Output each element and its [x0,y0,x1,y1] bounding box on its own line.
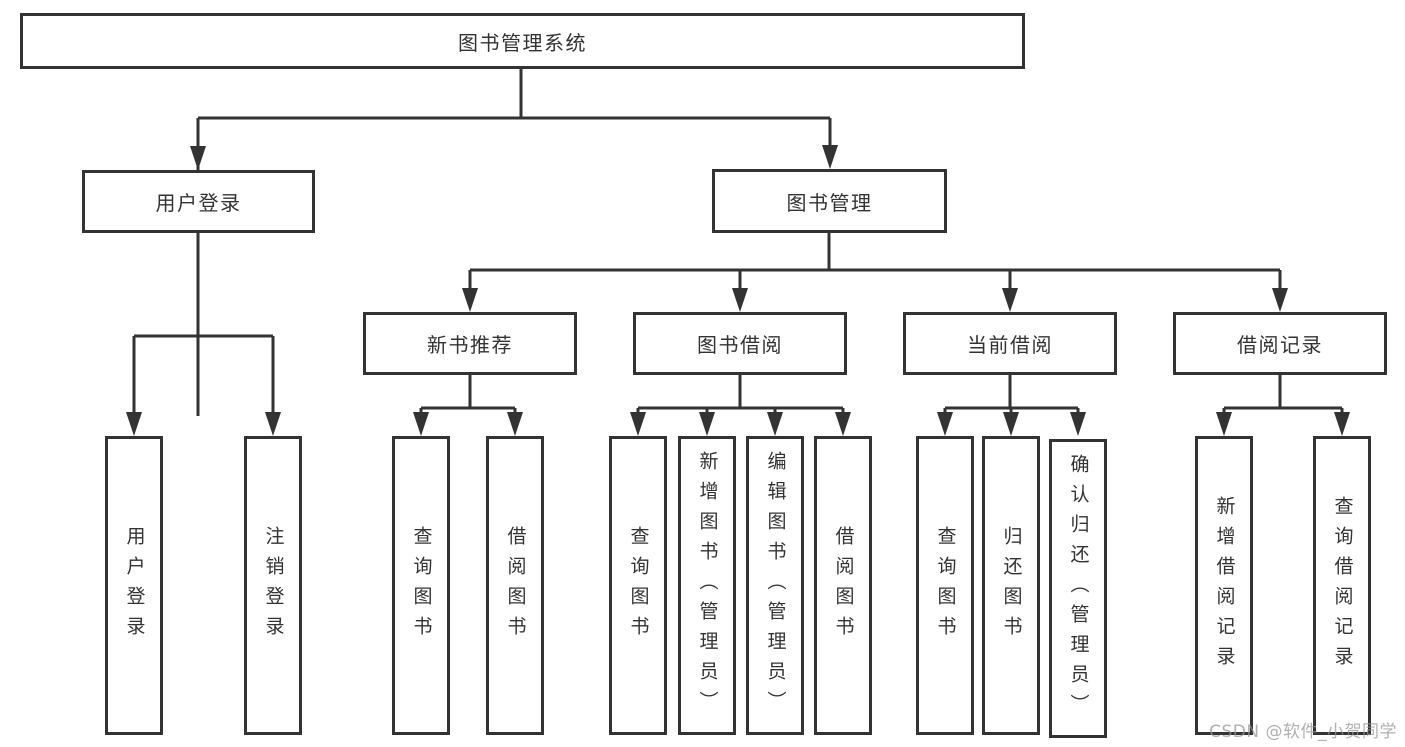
node-current-borrow: 当前借阅 [903,312,1117,375]
node-new-book-rec: 新书推荐 [363,312,577,375]
node-book-mgmt: 图书管理 [712,169,947,233]
leaf-nbr-query-books: 查询图书 [392,436,450,735]
arrowhead [265,412,281,436]
leaf-br-add-record: 新增借阅记录 [1195,436,1253,735]
connector-borrowrecords-to-leaves [1222,375,1344,418]
node-borrow-records-label: 借阅记录 [1237,333,1323,357]
node-root: 图书管理系统 [20,13,1025,69]
arrowhead [1070,412,1086,436]
leaf-bb-borrow-books-label: 借阅图书 [832,525,855,646]
leaf-cb-query-books-label: 查询图书 [934,525,957,646]
arrowhead [1216,412,1232,436]
connector-userlogin-to-leaves [132,233,275,418]
leaf-bb-query-books: 查询图书 [609,436,667,735]
arrowhead [767,412,783,436]
arrowhead [1002,288,1018,312]
leaf-nbr-query-books-label: 查询图书 [410,525,433,646]
arrowhead [1003,412,1019,436]
leaf-bb-borrow-books: 借阅图书 [814,436,872,735]
arrowhead [1334,412,1350,436]
connector-currentborrow-to-leaves [943,375,1080,418]
leaf-cb-return-books: 归还图书 [982,436,1040,735]
leaf-user-login-label: 用户登录 [123,525,146,646]
arrowhead [126,412,142,436]
arrowhead [413,412,429,436]
arrowhead [507,412,523,436]
arrowhead [190,146,206,170]
arrowhead [462,288,478,312]
node-book-borrow: 图书借阅 [633,312,847,375]
node-borrow-records: 借阅记录 [1173,312,1387,375]
node-user-login-label: 用户登录 [155,191,242,215]
connector-bookborrow-to-leaves [636,375,845,418]
arrowhead [699,412,715,436]
connector-bookmgmt-to-level3 [468,233,1282,295]
leaf-logout: 注销登录 [244,436,302,735]
leaf-br-query-record-label: 查询借阅记录 [1331,495,1354,676]
csdn-watermark: CSDN @软件_小贺同学 [1209,722,1397,742]
leaf-cb-confirm-return: 确认归还（管理员） [1049,439,1107,738]
arrowhead [835,412,851,436]
leaf-cb-return-books-label: 归还图书 [1000,525,1023,646]
node-new-book-rec-label: 新书推荐 [427,333,513,357]
leaf-user-login: 用户登录 [105,436,163,735]
arrowhead [630,412,646,436]
arrowheads [126,145,1350,436]
arrowhead [822,145,838,169]
leaf-br-add-record-label: 新增借阅记录 [1213,495,1236,676]
leaf-bb-query-books-label: 查询图书 [627,525,650,646]
leaf-cb-query-books: 查询图书 [916,436,974,735]
connector-root-to-level2 [196,69,832,416]
connector-newbookrec-to-leaves [419,375,517,418]
leaf-bb-edit-books: 编辑图书（管理员） [746,436,804,735]
connector-lines [132,69,1344,418]
leaf-logout-label: 注销登录 [262,525,285,646]
node-current-borrow-label: 当前借阅 [967,333,1053,357]
arrowhead [732,288,748,312]
node-book-mgmt-label: 图书管理 [786,190,873,215]
leaf-nbr-borrow-books: 借阅图书 [486,436,544,735]
arrowhead [937,412,953,436]
leaf-bb-edit-books-label: 编辑图书（管理员） [764,450,787,721]
leaf-bb-add-books-label: 新增图书（管理员） [696,450,719,721]
node-user-login: 用户登录 [82,170,315,233]
arrowhead [1272,288,1288,312]
leaf-nbr-borrow-books-label: 借阅图书 [504,525,527,646]
node-book-borrow-label: 图书借阅 [697,333,783,357]
leaf-cb-confirm-return-label: 确认归还（管理员） [1067,453,1090,724]
leaf-br-query-record: 查询借阅记录 [1313,436,1371,735]
leaf-bb-add-books: 新增图书（管理员） [678,436,736,735]
node-root-label: 图书管理系统 [458,30,587,55]
